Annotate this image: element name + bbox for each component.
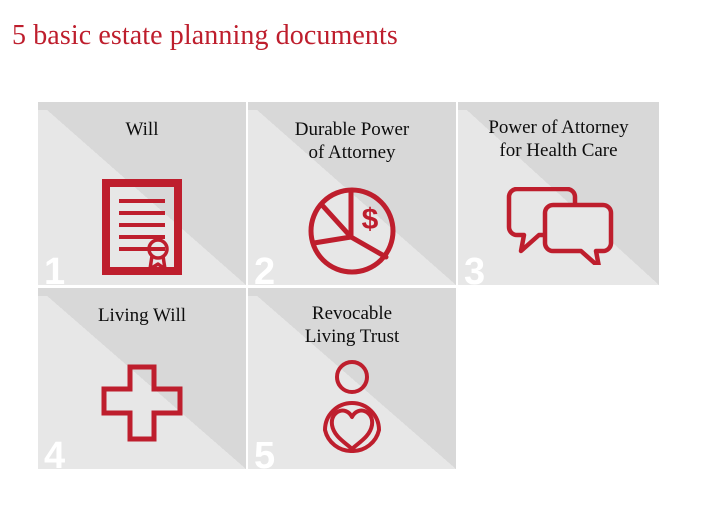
medical-cross-icon — [38, 363, 246, 447]
tile-top-strip — [248, 288, 456, 296]
tile-top-strip — [38, 102, 246, 110]
tile-number: 4 — [44, 435, 66, 469]
person-heart-icon — [248, 359, 456, 453]
tile-top-strip — [458, 102, 659, 110]
tile-label: Will — [125, 119, 159, 140]
tile-label-line2: Living Trust — [304, 326, 400, 347]
tile-revocable-living-trust[interactable]: Revocable Living Trust 5 — [248, 288, 456, 469]
tile-durable-power-of-attorney[interactable]: Durable Power of Attorney $ 2 — [248, 102, 456, 285]
tile-label-line1: Power of Attorney — [488, 117, 629, 138]
speech-bubbles-icon — [458, 187, 659, 265]
tile-background-wedge — [248, 288, 456, 469]
tile-number: 1 — [44, 251, 66, 285]
tile-background-wedge — [458, 102, 659, 285]
tile-label-line2: of Attorney — [308, 142, 396, 163]
tile-label: Durable Power of Attorney — [248, 118, 456, 164]
page-title: 5 basic estate planning documents — [12, 20, 398, 51]
tile-label-line2: for Health Care — [499, 140, 618, 161]
tile-top-strip — [38, 288, 246, 296]
tile-grid: Will 1 Durable Power of Attorney — [38, 102, 659, 469]
document-certificate-icon — [38, 179, 246, 275]
tile-number: 5 — [254, 435, 276, 469]
tile-label: Living Will — [97, 305, 187, 326]
tile-label-line1: Durable Power — [294, 119, 410, 140]
tile-number: 2 — [254, 251, 276, 285]
svg-text:$: $ — [362, 203, 379, 236]
tile-number: 3 — [464, 251, 486, 285]
tile-label: Power of Attorney for Health Care — [458, 116, 659, 162]
tile-background-wedge — [38, 102, 246, 285]
tile-power-of-attorney-health-care[interactable]: Power of Attorney for Health Care 3 — [458, 102, 659, 285]
tile-will[interactable]: Will 1 — [38, 102, 246, 285]
pie-chart-dollar-icon: $ — [248, 185, 456, 277]
tile-label-line1: Revocable — [311, 303, 393, 324]
tile-top-strip — [248, 102, 456, 110]
tile-label: Revocable Living Trust — [248, 302, 456, 348]
tile-living-will[interactable]: Living Will 4 — [38, 288, 246, 469]
